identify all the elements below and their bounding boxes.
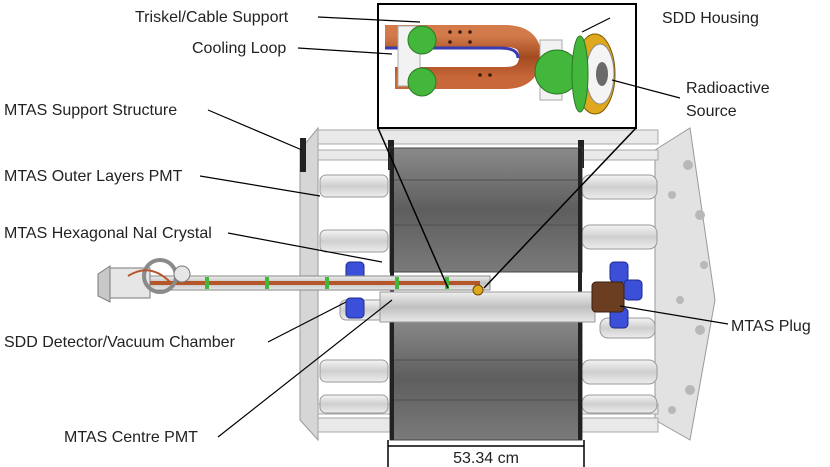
label-outer-pmt: MTAS Outer Layers PMT	[4, 168, 183, 185]
nai-crystal-upper	[389, 147, 583, 273]
mtas-plug	[591, 281, 625, 313]
label-support-structure: MTAS Support Structure	[4, 102, 177, 119]
label-radioactive-line1: Radioactive	[686, 80, 770, 97]
label-cooling-loop: Cooling Loop	[192, 40, 286, 57]
vacuum-flange	[97, 258, 191, 303]
source-position	[472, 284, 484, 296]
label-sdd-housing: SDD Housing	[662, 10, 759, 27]
label-triskel: Triskel/Cable Support	[135, 9, 289, 26]
labels: Triskel/Cable Support Cooling Loop SDD H…	[4, 9, 811, 446]
triskel-inset-right	[534, 39, 580, 101]
label-centre-pmt: MTAS Centre PMT	[64, 429, 198, 446]
copper-cable-in-tube	[150, 281, 480, 285]
right-end-plate	[654, 127, 716, 441]
zoom-inset	[377, 3, 637, 289]
nai-crystal-lower	[389, 317, 583, 441]
dimension-label: 53.34 cm	[453, 450, 519, 467]
mtas-assembly	[97, 126, 716, 442]
triskel-supports-in-tube	[205, 277, 449, 289]
centre-bore	[379, 291, 596, 323]
outer-pmts-right	[581, 174, 658, 414]
support-clamp-top-left	[300, 138, 306, 172]
label-sdd-chamber: SDD Detector/Vacuum Chamber	[4, 334, 236, 351]
label-hex-crystal: MTAS Hexagonal NaI Crystal	[4, 225, 212, 242]
label-radioactive-line2: Source	[686, 103, 737, 120]
leader-lines	[199, 16, 729, 438]
sdd-housing	[571, 33, 616, 115]
rivet-dots	[448, 30, 492, 77]
cooling-loop-copper	[385, 25, 542, 89]
dimension-annotation: 53.34 cm	[387, 440, 585, 467]
triskel-inset-left	[397, 25, 437, 97]
outer-pmts-left	[319, 174, 389, 414]
label-plug: MTAS Plug	[731, 318, 811, 335]
right-plate-holes	[668, 160, 708, 414]
